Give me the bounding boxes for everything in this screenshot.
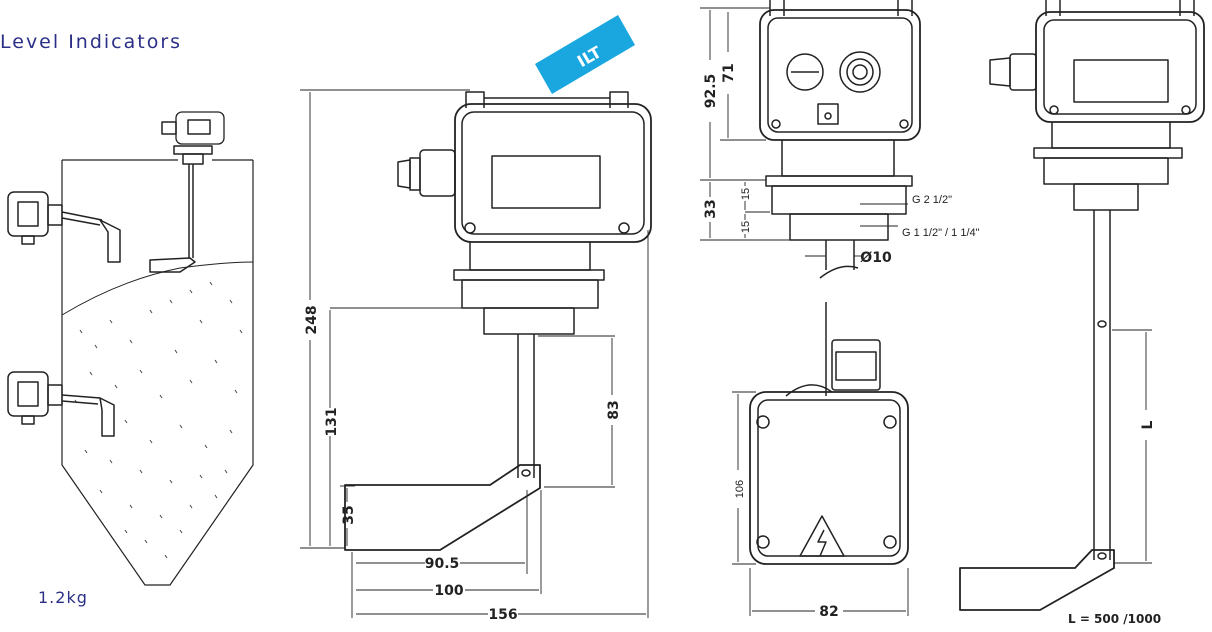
dim-diameter-10: Ø10 (860, 250, 892, 266)
long-version-view (959, 0, 1205, 611)
dim-71: 71 (721, 63, 737, 82)
dim-33: 33 (703, 199, 719, 218)
length-options-label: L = 500 /1000 (1068, 612, 1162, 626)
thread-lower-label: G 1 1/2" / 1 1/4" (902, 227, 980, 239)
dim-15-lower: 15 (740, 221, 752, 233)
dim-248: 248 (304, 305, 320, 334)
thread-upper-label: G 2 1/2" (912, 194, 952, 206)
dim-106: 106 (734, 480, 746, 498)
top-view (749, 302, 909, 565)
front-view (759, 0, 921, 279)
long-version-dimensions (1112, 329, 1152, 564)
dim-92-5: 92.5 (703, 74, 719, 109)
dim-82: 82 (819, 604, 838, 620)
side-view (344, 91, 652, 551)
dim-131: 131 (324, 407, 340, 436)
dim-length-l: L (1140, 420, 1156, 429)
dim-156: 156 (488, 607, 517, 623)
top-view-dimensions (732, 391, 909, 616)
dim-83: 83 (606, 400, 622, 419)
silo-illustration (7, 111, 254, 586)
dim-35: 35 (341, 505, 357, 524)
front-view-dimensions (700, 7, 908, 257)
dim-15-upper: 15 (740, 188, 752, 200)
page-title: Level Indicators (0, 31, 183, 53)
ilt-badge: ILT (535, 15, 635, 94)
dimension-labels: 248 131 83 35 90.5 100 156 92.5 71 33 15… (304, 63, 1156, 623)
dim-100: 100 (434, 583, 463, 599)
weight-label: 1.2kg (38, 588, 88, 607)
side-view-dimensions (300, 89, 649, 618)
dim-90-5: 90.5 (425, 556, 460, 572)
